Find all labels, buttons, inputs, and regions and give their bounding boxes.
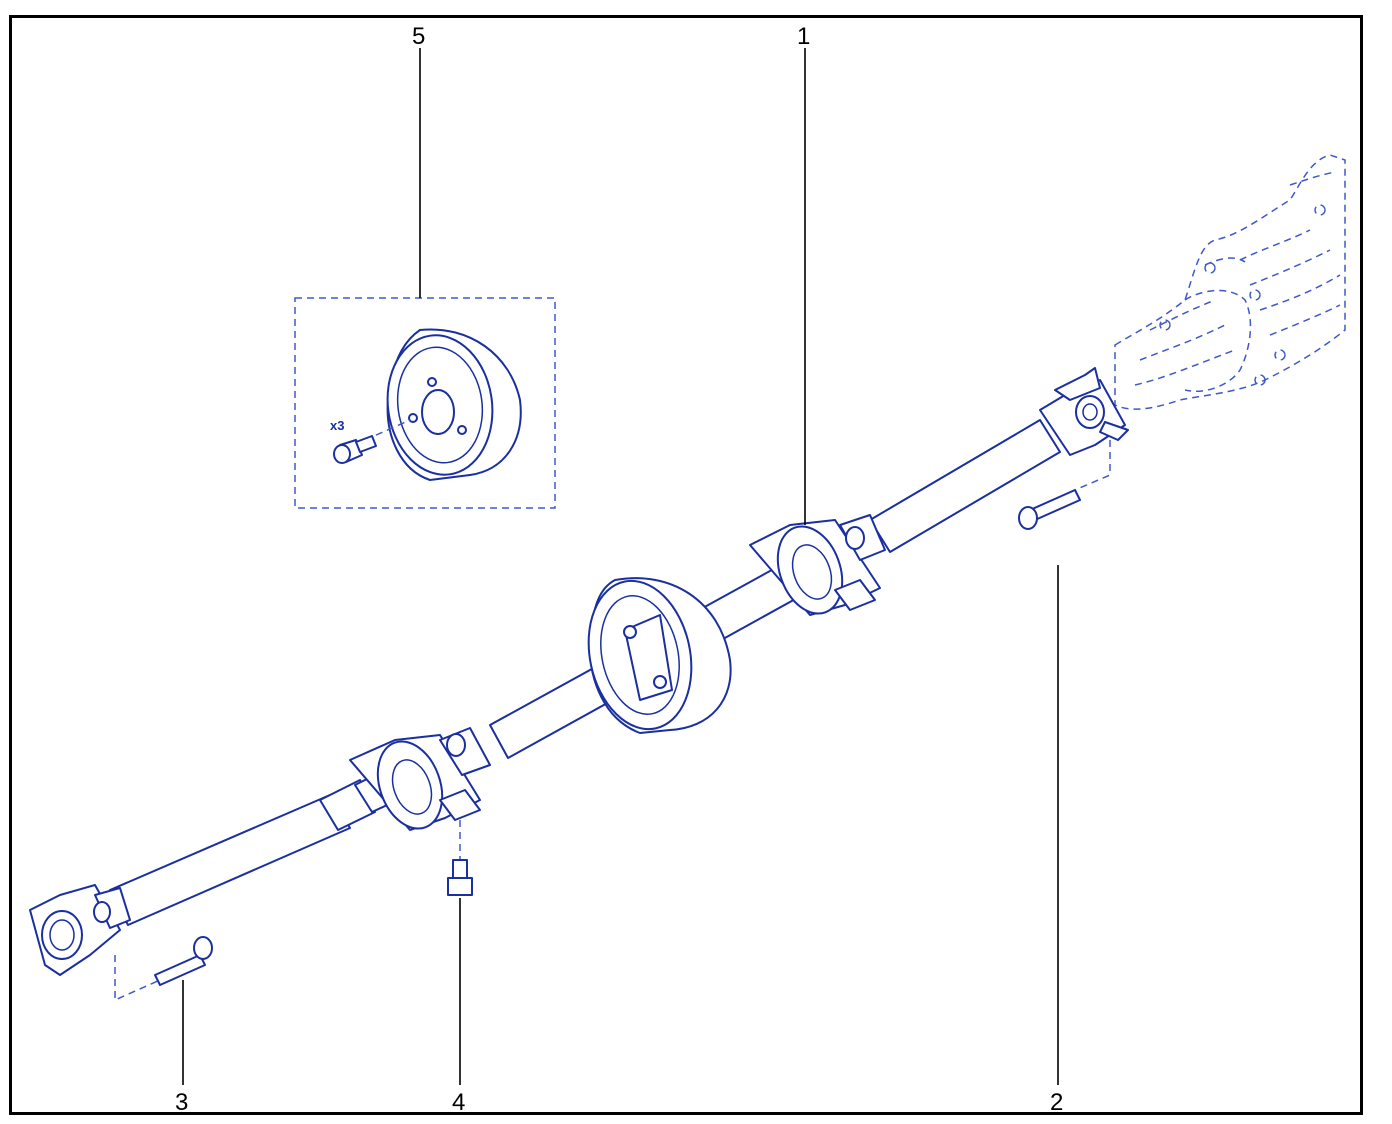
- rear-center-bearing: [749, 514, 886, 616]
- front-flange-joint: [29, 884, 131, 976]
- coupling-bolt-icon: [333, 419, 411, 464]
- quantity-label: x3: [330, 418, 344, 433]
- vibration-damper-disc: [587, 577, 732, 734]
- flex-coupling-disc: [386, 328, 522, 481]
- callout-2: 2: [1050, 1089, 1063, 1116]
- front-tube: [109, 794, 351, 926]
- ghost-transmission-housing: [1114, 154, 1346, 410]
- rear-flange-joint: [1039, 367, 1129, 456]
- callout-numbers: 5 1 2 3 4: [175, 23, 1063, 1116]
- diagram-frame: [9, 15, 1363, 1115]
- driveshaft-assembly: [29, 367, 1129, 976]
- front-flange-bolt-icon: [114, 936, 213, 1002]
- rear-tube: [869, 419, 1061, 553]
- leader-lines: [182, 48, 1059, 1085]
- rear-flange-bolt-icon: [1018, 440, 1111, 530]
- inset-border: [294, 297, 556, 509]
- callout-4: 4: [452, 1089, 465, 1116]
- callout-1: 1: [797, 23, 810, 50]
- callout-3: 3: [175, 1089, 188, 1116]
- bearing-mount-bolt-icon: [447, 820, 473, 896]
- front-center-bearing: [349, 727, 491, 831]
- callout-5: 5: [412, 23, 425, 50]
- coupling-detail-inset: x3: [294, 297, 556, 509]
